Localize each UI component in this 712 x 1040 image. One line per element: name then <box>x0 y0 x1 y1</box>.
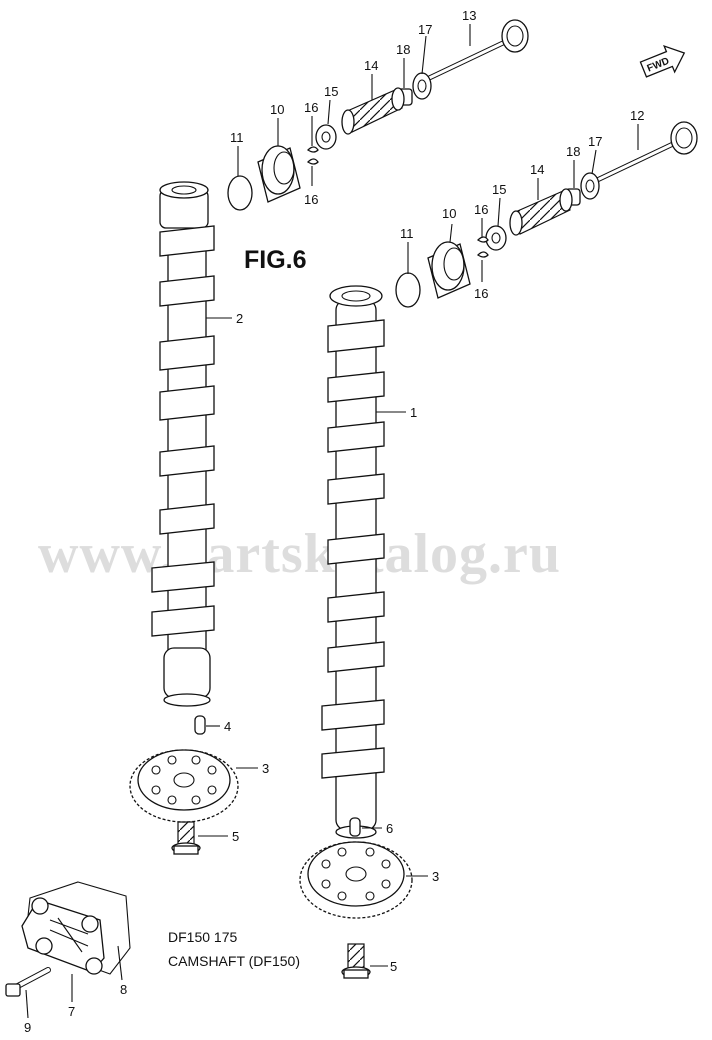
callout-9: 9 <box>24 1020 31 1035</box>
retainer-icon <box>412 72 432 100</box>
sprocket-icon <box>299 841 413 919</box>
cover-icon <box>21 881 131 975</box>
callout-10: 10 <box>442 206 456 221</box>
callout-11: 11 <box>230 130 244 145</box>
camshaft-right <box>321 285 385 839</box>
camshaft-left <box>151 181 215 707</box>
callout-15: 15 <box>324 84 338 99</box>
leader-lines <box>25 24 639 1019</box>
watermark: www.partskatalog.ru <box>38 523 561 585</box>
callout-13: 13 <box>462 8 476 23</box>
spring-icon <box>509 188 573 236</box>
callout-3: 3 <box>262 761 269 776</box>
spring-icon <box>341 87 405 135</box>
callout-5: 5 <box>232 829 239 844</box>
callout-4: 4 <box>224 719 231 734</box>
tappet-icon <box>257 145 301 203</box>
bolt-icon <box>171 821 201 855</box>
callout-18: 18 <box>396 42 410 57</box>
callout-16: 16 <box>304 100 318 115</box>
dowel-pin-icon <box>349 817 361 837</box>
callout-10: 10 <box>270 102 284 117</box>
callout-6: 6 <box>386 821 393 836</box>
fwd-arrow-icon: FWD <box>639 44 686 78</box>
dowel-pin-icon <box>194 715 206 735</box>
spring-seat-icon <box>485 225 507 251</box>
valve-assembly-right <box>395 121 698 308</box>
callout-14: 14 <box>364 58 378 73</box>
callout-17: 17 <box>418 22 432 37</box>
callout-1: 1 <box>410 405 417 420</box>
callout-12: 12 <box>630 108 644 123</box>
bolt-icon <box>5 967 51 997</box>
shim-icon <box>306 146 319 153</box>
callout-5: 5 <box>390 959 397 974</box>
model-label: DF150 175 <box>168 929 237 945</box>
callout-17: 17 <box>588 134 602 149</box>
retainer-icon <box>580 172 600 200</box>
sprocket-icon <box>129 749 239 823</box>
valve-icon <box>422 19 529 83</box>
callout-7: 7 <box>68 1004 75 1019</box>
tappet-shim-icon <box>227 175 253 211</box>
callout-3: 3 <box>432 869 439 884</box>
callout-14: 14 <box>530 162 544 177</box>
callout-15: 15 <box>492 182 506 197</box>
spring-seat-icon <box>315 124 337 150</box>
figure-title: FIG.6 <box>244 246 307 274</box>
callout-11: 11 <box>400 226 414 241</box>
bolt-icon <box>341 943 371 979</box>
tappet-icon <box>427 241 471 299</box>
callout-8: 8 <box>120 982 127 997</box>
callout-labels: 13 17 18 14 15 16 10 11 16 12 17 18 14 1… <box>24 8 644 1035</box>
callout-16: 16 <box>304 192 318 207</box>
figure-caption: CAMSHAFT (DF150) <box>168 953 300 969</box>
tappet-shim-icon <box>395 272 421 308</box>
callout-2: 2 <box>236 311 243 326</box>
valve-icon <box>590 121 698 185</box>
shim-icon <box>476 236 489 243</box>
callout-16: 16 <box>474 286 488 301</box>
callout-16: 16 <box>474 202 488 217</box>
callout-18: 18 <box>566 144 580 159</box>
